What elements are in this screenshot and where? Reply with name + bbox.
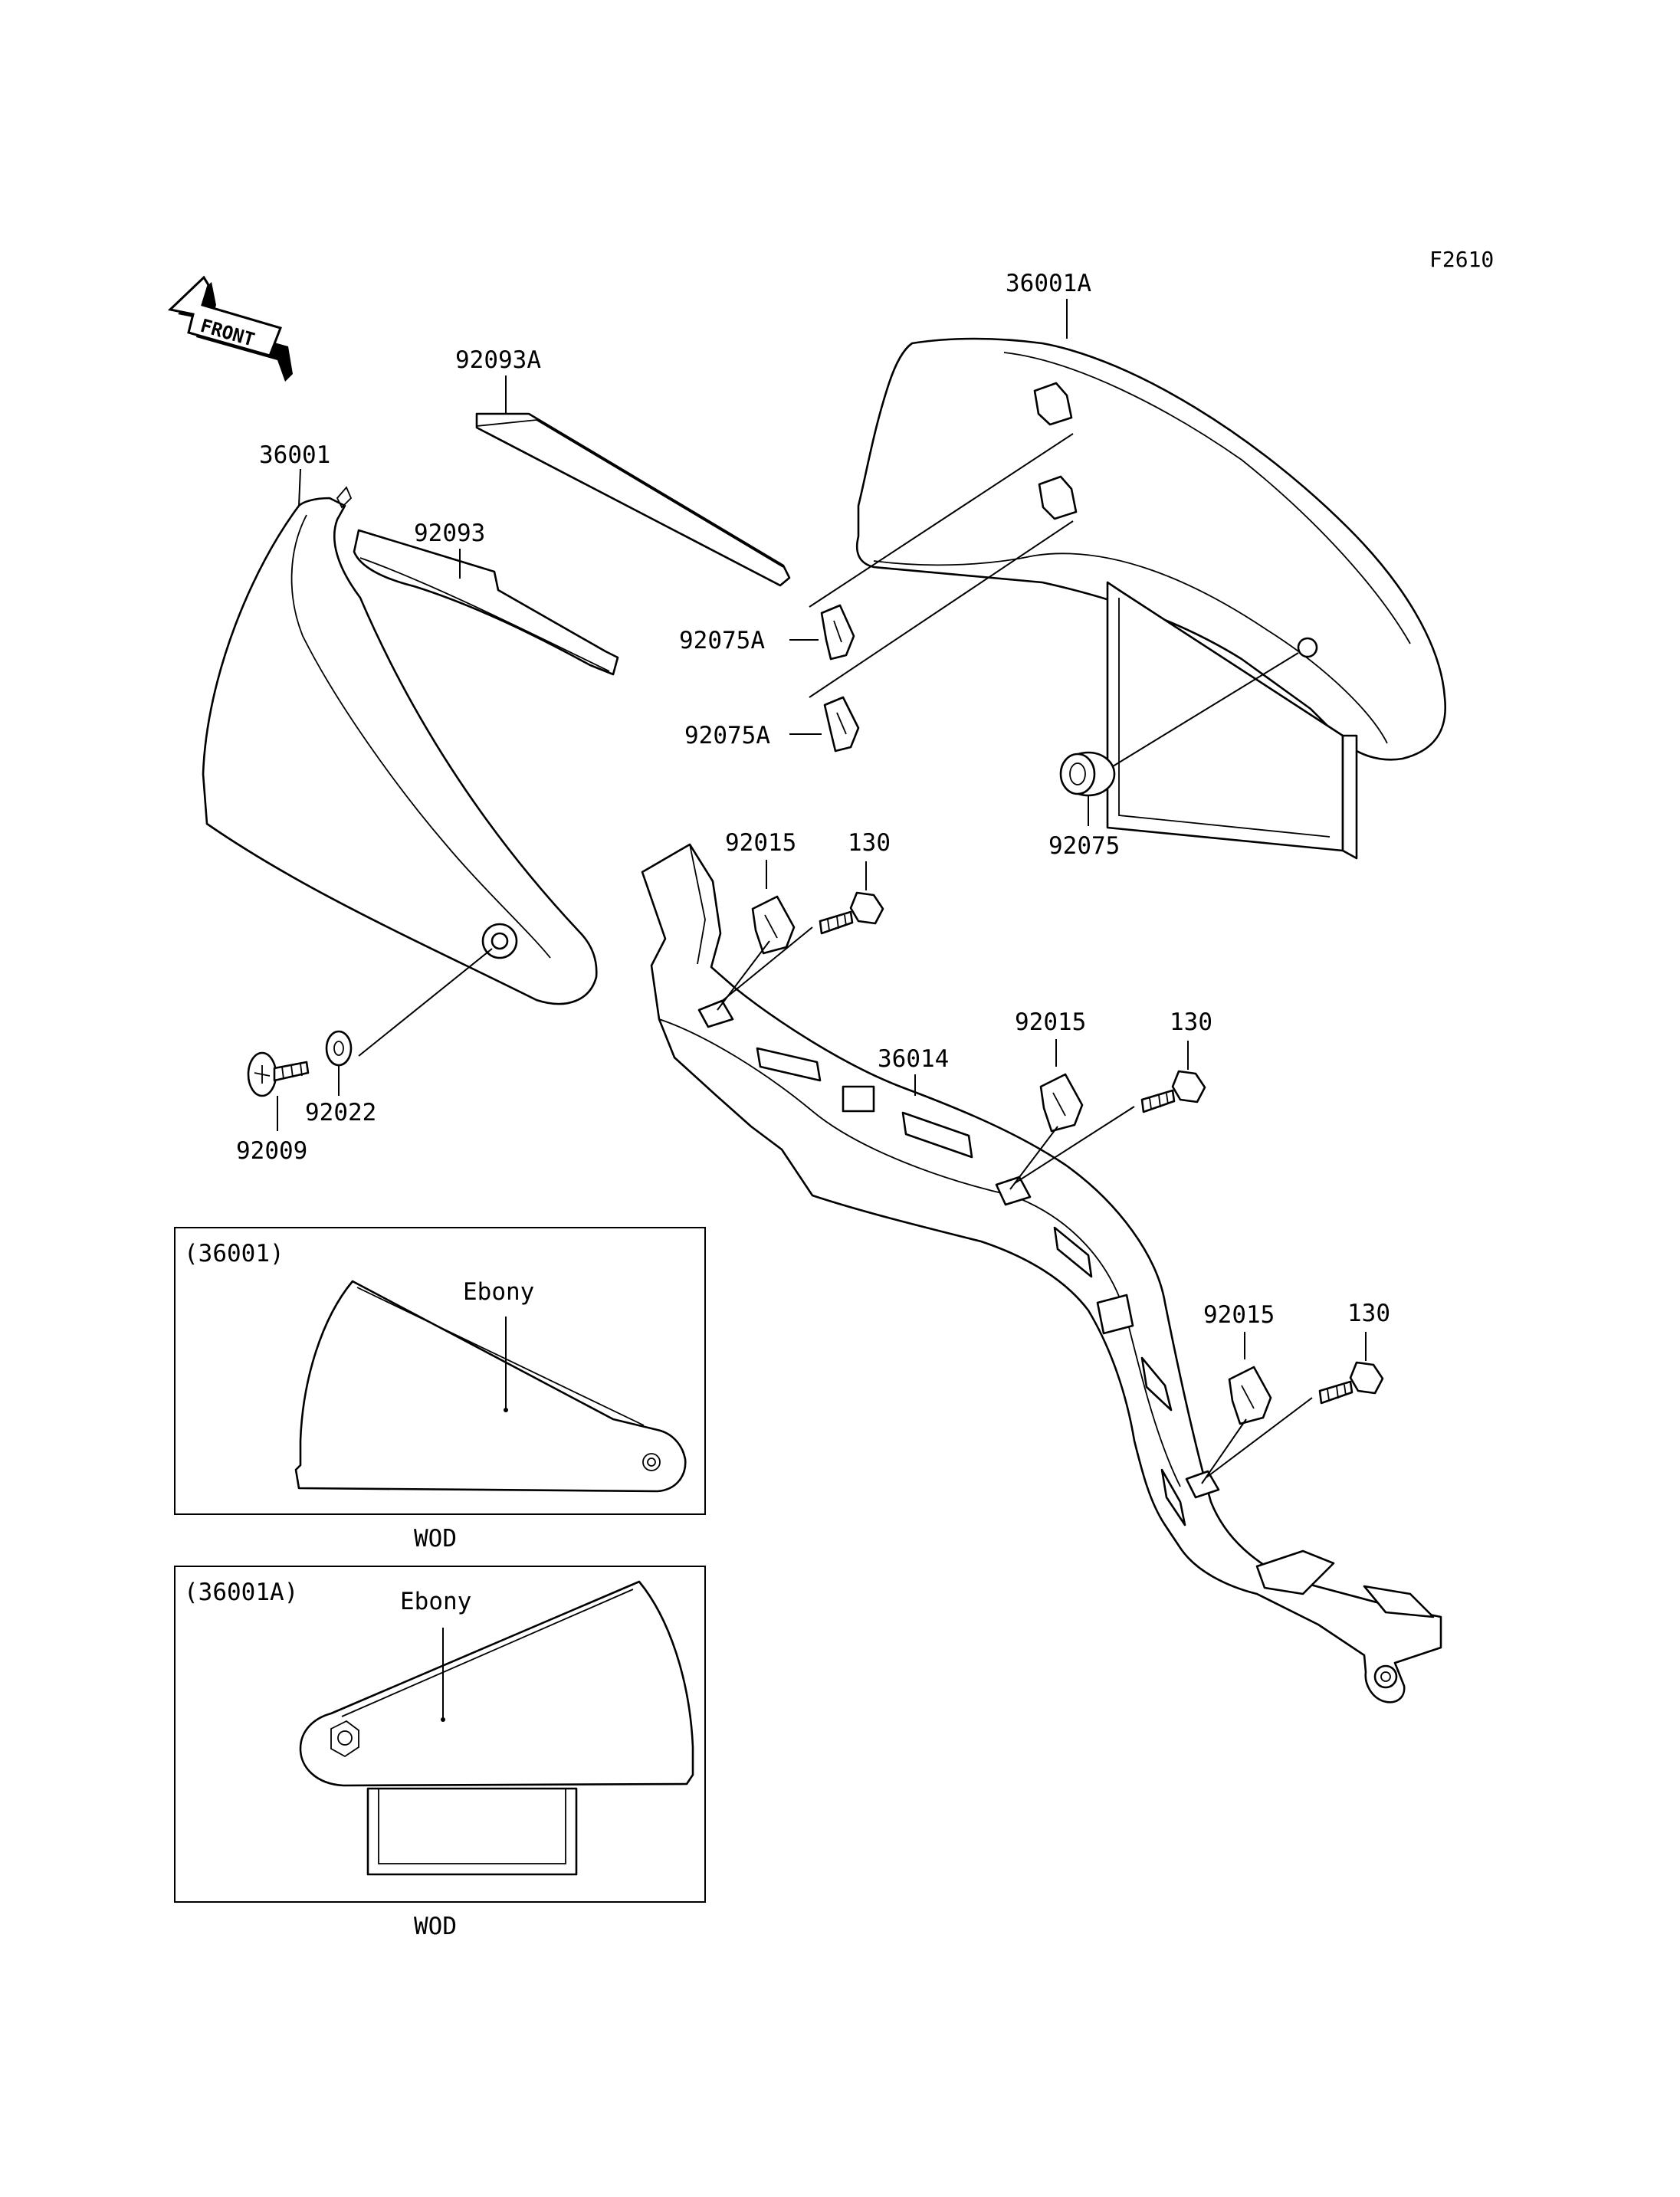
- screw-92009: [247, 1051, 310, 1097]
- inset-36001-ref: (36001): [184, 1240, 284, 1267]
- inset-36001-color: Ebony: [463, 1278, 534, 1306]
- label-92075A-upper: 92075A: [679, 627, 765, 654]
- bracket-36014: [641, 843, 1442, 1703]
- clip-92075A-upper: [820, 604, 855, 661]
- label-92022: 92022: [305, 1099, 376, 1126]
- nut-92015-1: [751, 895, 796, 955]
- side-cover-36001A: [855, 337, 1447, 860]
- label-36014: 36014: [878, 1045, 949, 1073]
- inset-36001A-shape: [299, 1580, 694, 1876]
- trim-strip-92093A: [475, 412, 791, 587]
- nut-92015-3: [1228, 1366, 1272, 1425]
- label-92015-2: 92015: [1015, 1008, 1086, 1036]
- label-36001A: 36001A: [1006, 270, 1091, 297]
- bolt-130-1: [819, 891, 884, 935]
- inset-36001A: [174, 1566, 706, 1903]
- label-92093A: 92093A: [455, 346, 541, 374]
- washer-92022: [325, 1030, 353, 1067]
- figure-code: F2610: [1429, 247, 1494, 272]
- clip-92075A-lower: [823, 696, 860, 753]
- inset-36001: [174, 1227, 706, 1515]
- label-92015-3: 92015: [1203, 1301, 1275, 1329]
- label-130-2: 130: [1170, 1008, 1212, 1036]
- trim-strip-92093: [353, 529, 619, 676]
- inset-36001A-ref: (36001A): [184, 1579, 298, 1606]
- label-92075: 92075: [1048, 832, 1120, 860]
- label-92075A-lower: 92075A: [684, 722, 770, 749]
- label-92015-1: 92015: [725, 829, 796, 857]
- label-36001: 36001: [259, 441, 330, 469]
- inset-36001-shape: [294, 1280, 687, 1493]
- inset-36001A-color: Ebony: [400, 1588, 471, 1615]
- inset-36001-caption: WOD: [414, 1525, 457, 1553]
- bolt-130-2: [1140, 1070, 1206, 1113]
- bolt-130-3: [1318, 1361, 1384, 1405]
- label-92093: 92093: [414, 520, 485, 547]
- nut-92015-2: [1039, 1073, 1084, 1133]
- label-92009: 92009: [236, 1137, 307, 1165]
- side-cover-36001: [202, 486, 598, 1005]
- grommet-92075: [1059, 751, 1116, 797]
- front-arrow-icon: FRONT: [167, 275, 293, 382]
- label-130-3: 130: [1347, 1300, 1390, 1327]
- inset-36001A-caption: WOD: [414, 1913, 457, 1940]
- label-130-1: 130: [848, 829, 891, 857]
